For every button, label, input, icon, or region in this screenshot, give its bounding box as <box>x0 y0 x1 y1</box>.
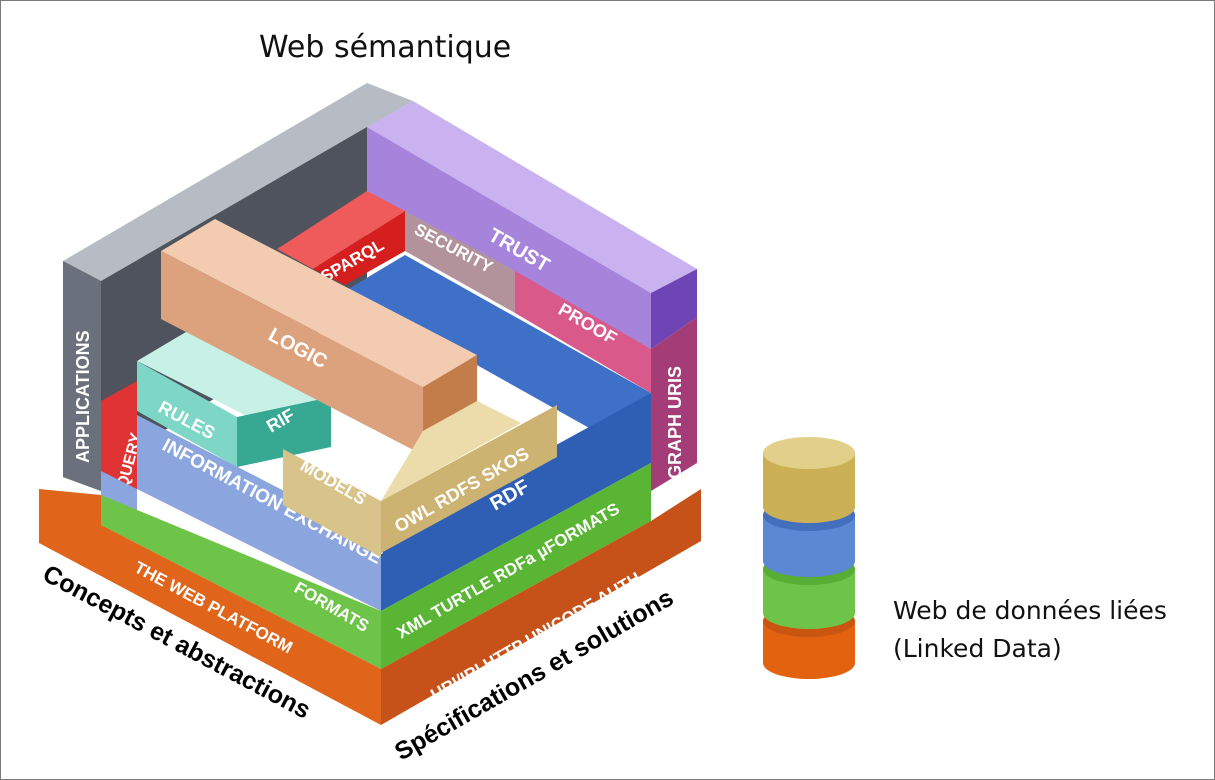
trust-top <box>367 101 697 293</box>
linked-data-cylinder <box>763 437 855 679</box>
platform-face <box>39 489 381 725</box>
owl-top <box>381 401 521 501</box>
applications-label: APPLICATIONS <box>73 330 93 463</box>
rdf-top <box>345 255 651 429</box>
trust-side <box>651 269 697 349</box>
security-face <box>405 211 515 313</box>
rules-face <box>137 361 237 467</box>
graph-uris-label: GRAPH URIS <box>665 366 685 479</box>
logic-top <box>161 219 477 387</box>
models-face <box>283 449 381 557</box>
rules-top <box>137 329 331 431</box>
linked-data-caption-line2: (Linked Data) <box>893 634 1062 663</box>
cylinder-orange-segment <box>763 621 855 679</box>
formats-face <box>101 495 381 669</box>
cylinder-blue-segment <box>763 515 855 577</box>
cylinder-green-segment <box>763 569 855 629</box>
information-exchange-face <box>101 415 381 611</box>
diagram-title: Web sémantique <box>259 30 511 65</box>
owl-rdfs-skos-face <box>381 405 557 553</box>
rdf-face <box>381 393 651 611</box>
platform-specs-face <box>381 489 701 725</box>
cylinder-gold-top <box>763 437 855 469</box>
sparql-top <box>277 191 405 269</box>
formats-specs-face <box>381 463 651 669</box>
frame-top-edge <box>63 83 413 281</box>
logic-face <box>161 251 423 455</box>
rif-face <box>237 397 331 467</box>
linked-data-caption-line1: Web de données liées <box>893 596 1167 625</box>
cylinder-gold-segment <box>763 453 855 523</box>
applications-column <box>63 261 101 491</box>
trust-face <box>367 127 651 349</box>
sparql-face <box>313 211 405 285</box>
graph-uris-column <box>651 317 697 491</box>
proof-face <box>515 271 651 393</box>
